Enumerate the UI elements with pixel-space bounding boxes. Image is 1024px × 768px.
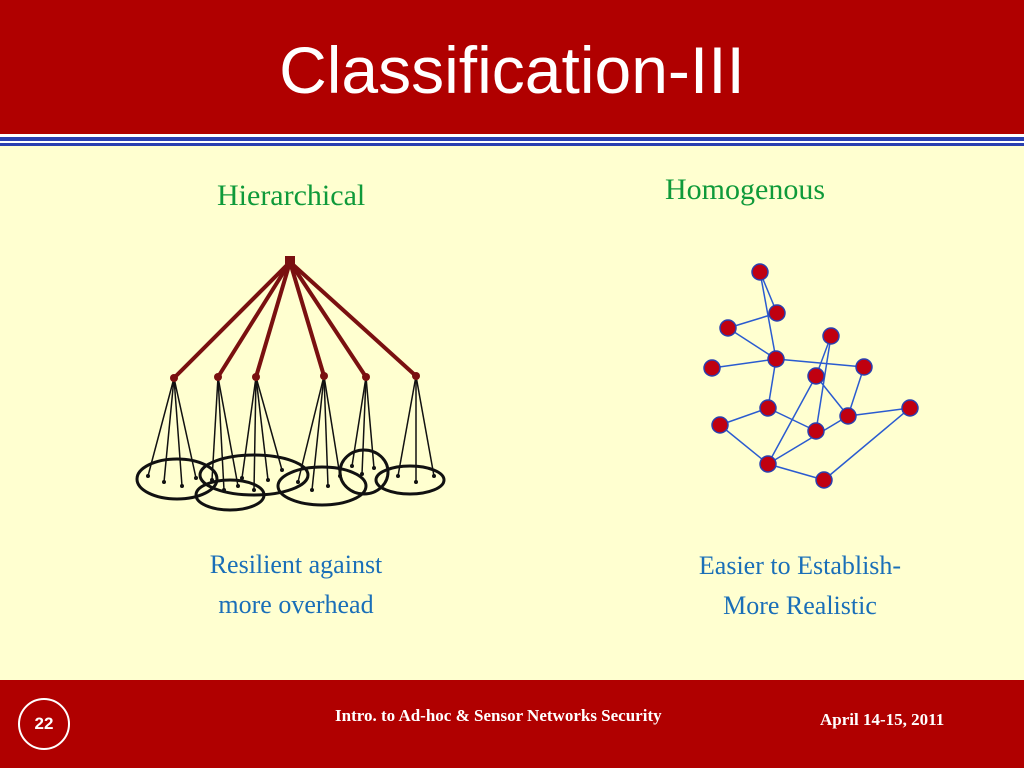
homogenous-heading: Homogenous [665,173,825,206]
slide-title: Classification-III [279,33,745,107]
tree-middle-nodes [170,372,420,382]
hierarchical-caption-line1: Resilient against [209,550,383,579]
tree-cluster-ellipses [135,448,446,512]
slide-number: 22 [18,698,70,750]
homogenous-caption-line2: More Realistic [723,591,877,620]
hierarchical-caption-line2: more overhead [218,590,374,619]
homogenous-caption: Easier to Establish- More Realistic [660,546,940,626]
slide-footer [0,680,1024,768]
tree-root-node [285,256,295,266]
mesh-nodes [703,263,919,489]
tree-upper-links [172,260,418,380]
footer-course-title: Intro. to Ad-hoc & Sensor Networks Secur… [335,706,662,725]
header-divider-thin [0,141,1024,143]
homogenous-diagram [703,263,919,489]
homogenous-caption-line1: Easier to Establish- [698,551,902,580]
header-divider-blue-lower [0,143,1024,146]
hierarchical-heading: Hierarchical [217,179,366,212]
tree-lower-links [147,375,435,491]
hierarchical-diagram [135,256,446,512]
slide-header [0,0,1024,134]
tree-leaf-nodes [146,464,436,492]
footer-date: April 14-15, 2011 [820,710,945,729]
header-divider-blue [0,137,1024,141]
header-divider [0,134,1024,137]
hierarchical-caption: Resilient against more overhead [176,545,416,625]
